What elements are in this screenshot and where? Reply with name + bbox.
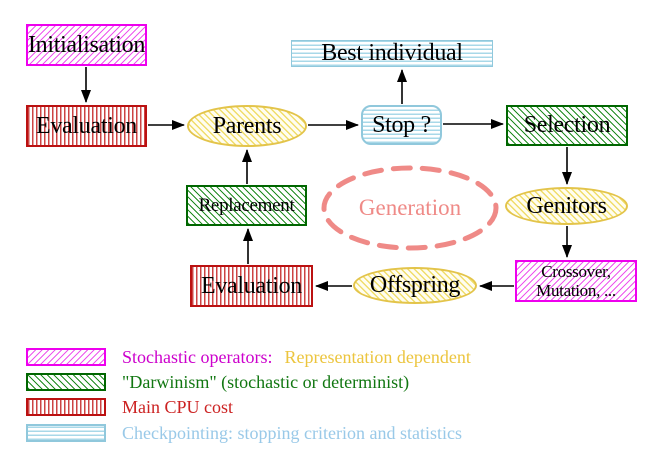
legend-text-representation-dependent: Representation dependent — [284, 346, 471, 367]
node-parents: Parents — [187, 105, 307, 147]
legend-swatch-checkpointing — [26, 424, 106, 442]
generation-loop-label: Generation — [358, 195, 462, 220]
node-genitors: Genitors — [505, 187, 628, 225]
node-best-individual: Best individual — [291, 40, 493, 67]
node-evaluation-top: Evaluation — [26, 105, 147, 147]
legend-swatch-darwinism — [26, 373, 106, 391]
crossover-line2: Mutation, ... — [536, 281, 616, 300]
legend-swatch-stochastic-operators — [26, 348, 106, 366]
node-replacement: Replacement — [186, 185, 307, 226]
legend-label-checkpointing: Checkpointing: stopping criterion and st… — [122, 422, 462, 443]
node-initialisation: Initialisation — [26, 24, 147, 66]
legend-swatch-main-cpu-cost — [26, 398, 106, 416]
node-stop: Stop ? — [361, 105, 442, 145]
legend-label-main-cpu-cost: Main CPU cost — [122, 396, 234, 417]
crossover-line1: Crossover, — [541, 262, 611, 281]
node-offspring: Offspring — [353, 267, 477, 304]
node-evaluation-bottom: Evaluation — [190, 265, 313, 307]
node-selection: Selection — [506, 105, 628, 146]
legend-text-stochastic: Stochastic operators: — [122, 346, 273, 367]
legend-label-darwinism: "Darwinism" (stochastic or determinist) — [122, 371, 410, 392]
legend-label-stochastic-operators: Stochastic operators: Representation dep… — [122, 346, 471, 367]
node-crossover-mutation: Crossover, Mutation, ... — [515, 260, 637, 302]
